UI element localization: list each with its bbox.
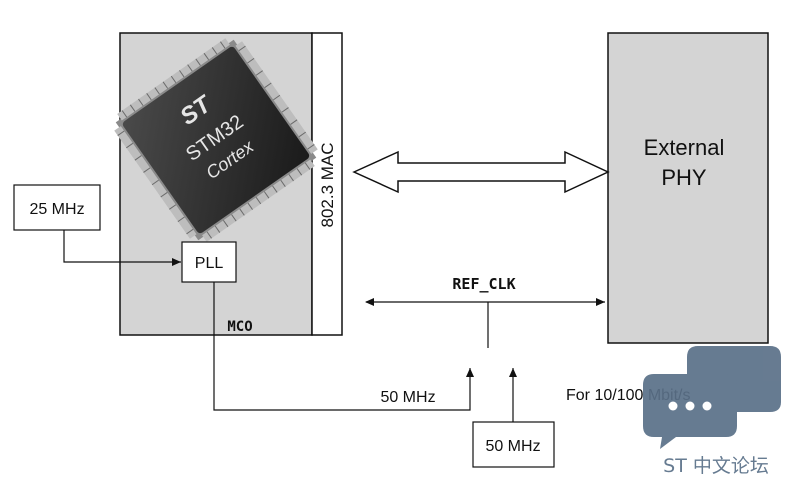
clock-source-label: 25 MHz — [29, 201, 84, 218]
phy-label-line1: External — [644, 135, 725, 160]
mac-block — [311, 32, 343, 336]
phy-label-line2: PHY — [661, 165, 707, 190]
mco-output-label: 50 MHz — [380, 389, 435, 406]
stm32-chip-image: ST STM32 Cortex — [114, 38, 318, 242]
clock-source-box — [13, 184, 101, 231]
mac-label: 802.3 MAC — [318, 142, 337, 227]
watermark-logo: ST 中文论坛 — [643, 346, 781, 477]
watermark-text: ST 中文论坛 — [663, 455, 769, 477]
phy-block — [607, 32, 769, 344]
external-clock-label: 50 MHz — [485, 438, 540, 455]
mco-output-line — [213, 282, 474, 411]
mco-label: MCO — [227, 319, 252, 335]
pll-label: PLL — [195, 255, 224, 272]
external-clock-box — [472, 421, 555, 468]
pll-box — [181, 241, 237, 283]
clock-to-pll-line — [63, 230, 181, 266]
ref-clk-label: REF_CLK — [452, 275, 515, 293]
mac-phy-data-arrow — [352, 150, 610, 194]
